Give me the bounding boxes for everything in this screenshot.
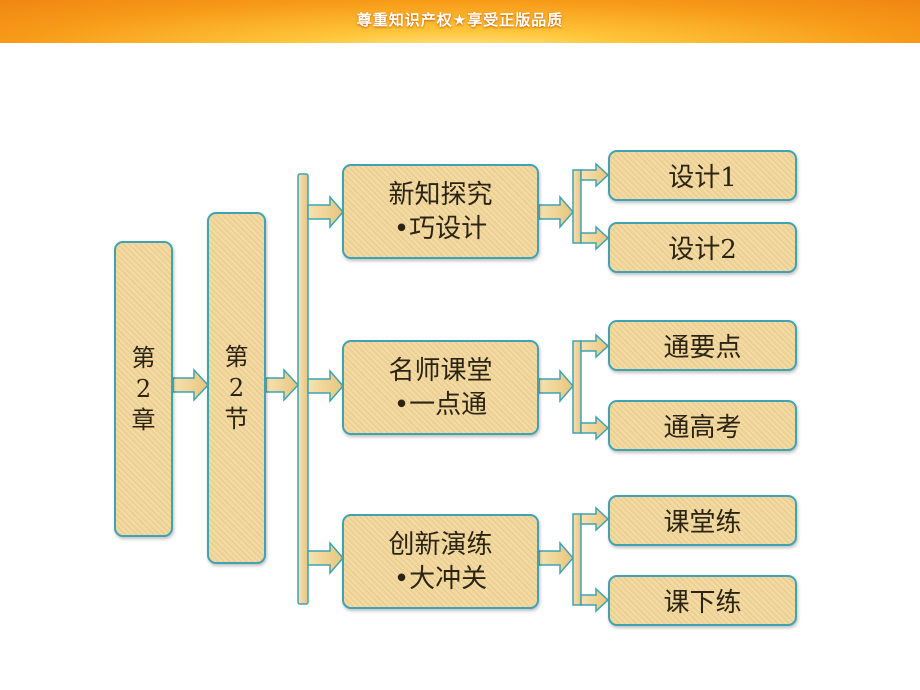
banner-text: 尊重知识产权★享受正版品质 — [356, 11, 564, 29]
group-3-subtitle: •大冲关 — [393, 563, 488, 594]
arrow-group-2-to-bracket — [538, 368, 574, 404]
group-1-title: 新知探究 — [388, 179, 493, 210]
arrow-to-item-1-1 — [580, 162, 610, 188]
item-3-1-label: 课堂练 — [663, 508, 742, 538]
bracket-group-3 — [572, 513, 582, 606]
group-2-title: 名师课堂 — [388, 355, 493, 386]
chapter-line-3: 章 — [131, 405, 156, 434]
item-1-1-label: 设计1 — [668, 163, 737, 193]
item-box-3-1[interactable]: 课堂练 — [608, 495, 797, 546]
group-2-subtitle: •一点通 — [393, 389, 488, 420]
item-box-2-1[interactable]: 通要点 — [608, 320, 797, 371]
arrow-to-item-3-1 — [580, 506, 610, 532]
arrow-to-item-1-2 — [580, 225, 610, 251]
arrow-to-item-2-1 — [580, 333, 610, 359]
arrow-section-to-bar — [265, 368, 300, 402]
group-box-2[interactable]: 名师课堂 •一点通 — [342, 340, 539, 435]
section-line-1: 第 — [224, 342, 249, 371]
item-1-2-label: 设计2 — [668, 235, 737, 265]
arrow-to-item-2-2 — [580, 415, 610, 441]
arrow-bar-to-group-2 — [307, 368, 344, 404]
group-box-1[interactable]: 新知探究 •巧设计 — [342, 164, 539, 259]
arrow-to-item-3-2 — [580, 587, 610, 613]
bracket-group-1 — [572, 169, 582, 244]
group-3-title: 创新演练 — [388, 529, 493, 560]
arrow-group-3-to-bracket — [538, 540, 574, 576]
item-2-1-label: 通要点 — [663, 333, 742, 363]
chapter-line-2: 2 — [135, 374, 152, 403]
arrow-chapter-to-section — [172, 368, 210, 402]
item-3-2-label: 课下练 — [663, 588, 742, 618]
item-2-2-label: 通高考 — [663, 413, 742, 443]
section-box: 第 2 节 — [207, 212, 266, 564]
vertical-bar — [297, 173, 309, 605]
chapter-box: 第 2 章 — [114, 241, 173, 537]
section-line-2: 2 — [228, 373, 245, 402]
bracket-group-2 — [572, 340, 582, 434]
arrow-bar-to-group-3 — [307, 540, 344, 576]
group-1-subtitle: •巧设计 — [393, 213, 488, 244]
item-box-1-1[interactable]: 设计1 — [608, 150, 797, 201]
top-banner — [0, 0, 920, 43]
arrow-bar-to-group-1 — [307, 194, 344, 230]
item-box-2-2[interactable]: 通高考 — [608, 400, 797, 451]
item-box-3-2[interactable]: 课下练 — [608, 575, 797, 626]
item-box-1-2[interactable]: 设计2 — [608, 222, 797, 273]
chapter-line-1: 第 — [131, 343, 156, 372]
section-line-3: 节 — [224, 404, 249, 433]
group-box-3[interactable]: 创新演练 •大冲关 — [342, 514, 539, 609]
arrow-group-1-to-bracket — [538, 194, 574, 230]
